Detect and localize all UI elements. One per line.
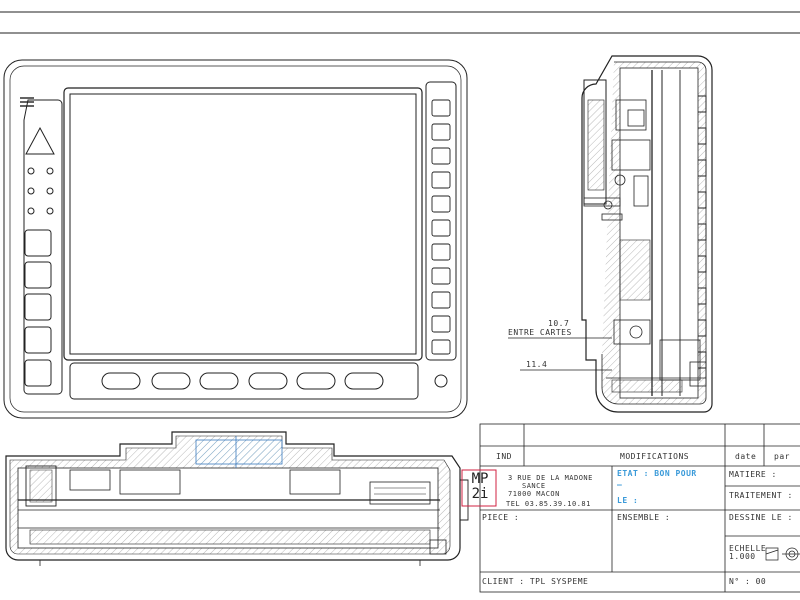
- etat-dash: –: [617, 480, 623, 489]
- echelle-value: 1.000: [729, 552, 756, 561]
- screen: [69, 93, 417, 355]
- etat-label: ETAT : BON POUR: [617, 469, 697, 478]
- up-arrow-icon: [25, 126, 55, 155]
- logo-frame: [461, 469, 497, 507]
- address-line-3: 71000 MACON: [508, 490, 560, 498]
- piece-label: PIECE :: [482, 513, 520, 522]
- date-label: date: [735, 452, 757, 461]
- side-view: [581, 55, 713, 413]
- address-line-4: TEL 03.85.39.10.81: [506, 500, 591, 508]
- dimension-label-1: ENTRE CARTES: [508, 328, 572, 337]
- indicator-dots: [27, 167, 54, 215]
- sheet-frame: [0, 11, 800, 34]
- ind-label: IND: [496, 452, 512, 461]
- modifications-label: MODIFICATIONS: [620, 452, 690, 461]
- left-keys: [24, 229, 52, 387]
- right-button-panel: [425, 81, 457, 361]
- numero-label: N° : 00: [729, 577, 767, 586]
- screen-bezel: [63, 87, 423, 361]
- front-view: [3, 59, 468, 419]
- bottom-section-view: [5, 431, 469, 566]
- right-keys: [431, 99, 451, 355]
- address-line-2: SANCE: [522, 482, 546, 490]
- echelle-label: ECHELLE: [729, 544, 767, 553]
- dimension-value-2: 11.4: [526, 360, 548, 369]
- function-key-bar: [69, 362, 419, 400]
- client-label: CLIENT : TPL SYSPEME: [482, 577, 589, 586]
- power-button-icon: [434, 374, 448, 388]
- address-line-1: 3 RUE DE LA MADONE: [508, 474, 593, 482]
- dimension-lines: [508, 337, 612, 371]
- traitement-label: TRAITEMENT :: [729, 491, 793, 500]
- left-button-panel: [23, 99, 63, 395]
- dimension-value-1: 10.7: [548, 319, 570, 328]
- title-block: [479, 423, 800, 593]
- section-hatch-top: [195, 439, 283, 465]
- matiere-label: MATIERE :: [729, 470, 777, 479]
- speaker-grille: [20, 97, 34, 107]
- logo-line-1: MP: [471, 471, 489, 487]
- logo-line-2: 2i: [471, 486, 489, 502]
- dessine-label: DESSINE LE :: [729, 513, 793, 522]
- function-keys: [101, 372, 384, 390]
- par-label: par: [774, 452, 790, 461]
- ensemble-label: ENSEMBLE :: [617, 513, 671, 522]
- company-logo: MP 2i: [465, 472, 495, 504]
- le-label: LE :: [617, 496, 639, 505]
